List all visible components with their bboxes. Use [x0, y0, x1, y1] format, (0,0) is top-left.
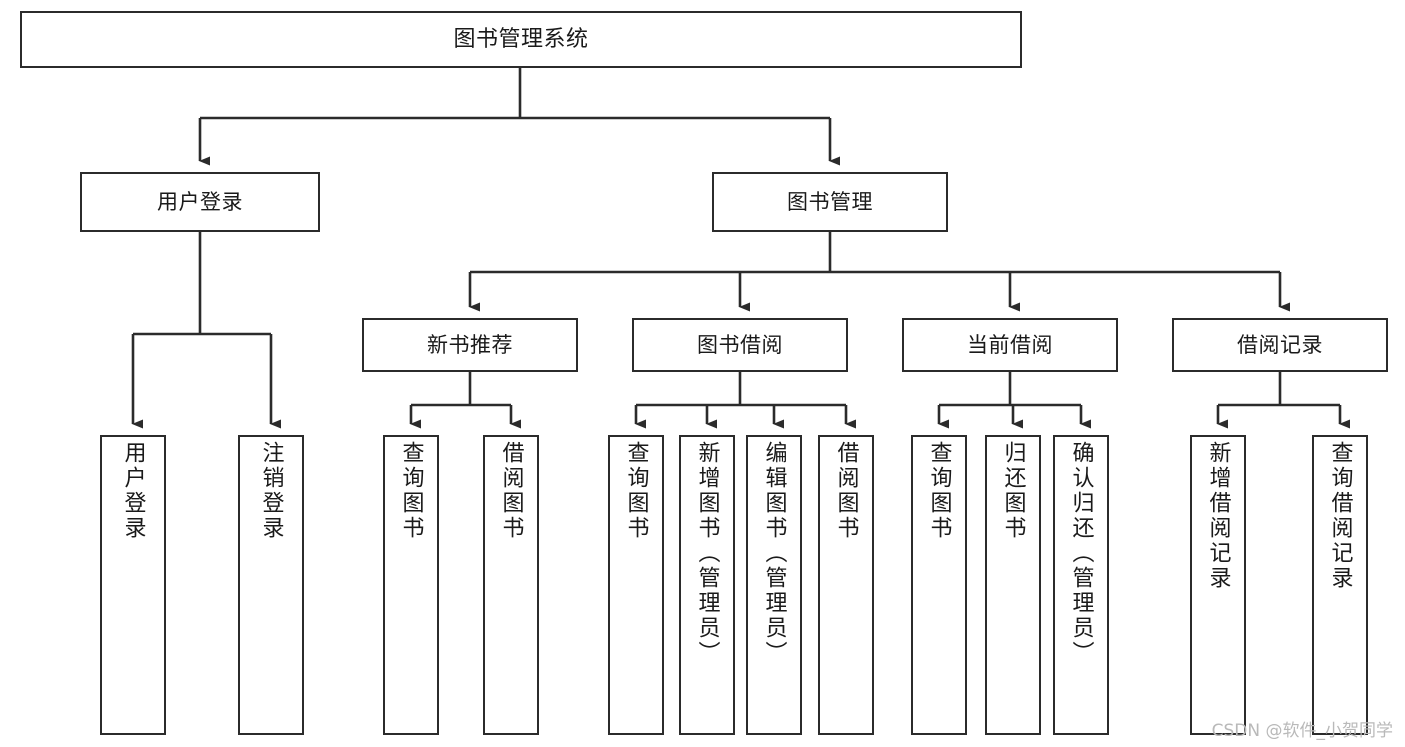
node-new-book-recommendation[interactable]: 新书推荐 [362, 318, 578, 372]
node-label: 用户登录 [120, 441, 146, 541]
leaf-return-book[interactable]: 归还图书 [985, 435, 1041, 735]
node-user-login[interactable]: 用户登录 [80, 172, 320, 232]
node-label: 新增图书（管理员） [694, 441, 720, 666]
leaf-add-book-admin[interactable]: 新增图书（管理员） [679, 435, 735, 735]
node-label: 确认归还（管理员） [1068, 441, 1094, 666]
node-label: 借阅图书 [498, 441, 524, 541]
node-current-borrowing[interactable]: 当前借阅 [902, 318, 1118, 372]
leaf-query-book-1[interactable]: 查询图书 [383, 435, 439, 735]
node-book-management[interactable]: 图书管理 [712, 172, 948, 232]
leaf-query-book-3[interactable]: 查询图书 [911, 435, 967, 735]
leaf-edit-book-admin[interactable]: 编辑图书（管理员） [746, 435, 802, 735]
node-label: 查询图书 [398, 441, 424, 541]
node-label: 图书管理 [787, 189, 873, 214]
node-label: 查询图书 [926, 441, 952, 541]
node-label: 编辑图书（管理员） [761, 441, 787, 666]
node-label: 借阅图书 [833, 441, 859, 541]
node-label: 图书管理系统 [453, 26, 589, 52]
leaf-borrow-book-1[interactable]: 借阅图书 [483, 435, 539, 735]
leaf-user-login[interactable]: 用户登录 [100, 435, 166, 735]
node-label: 用户登录 [157, 189, 243, 214]
node-label: 当前借阅 [967, 332, 1053, 357]
node-borrowing-records[interactable]: 借阅记录 [1172, 318, 1388, 372]
node-label: 新书推荐 [427, 332, 513, 357]
leaf-query-borrow-record[interactable]: 查询借阅记录 [1312, 435, 1368, 735]
leaf-query-book-2[interactable]: 查询图书 [608, 435, 664, 735]
node-book-borrowing[interactable]: 图书借阅 [632, 318, 848, 372]
leaf-add-borrow-record[interactable]: 新增借阅记录 [1190, 435, 1246, 735]
node-label: 新增借阅记录 [1205, 441, 1231, 591]
node-label: 归还图书 [1000, 441, 1026, 541]
node-label: 查询借阅记录 [1327, 441, 1353, 591]
node-label: 借阅记录 [1237, 332, 1323, 357]
leaf-logout[interactable]: 注销登录 [238, 435, 304, 735]
node-label: 查询图书 [623, 441, 649, 541]
leaf-borrow-book-2[interactable]: 借阅图书 [818, 435, 874, 735]
watermark-text: CSDN @软件_小贺同学 [1211, 721, 1393, 741]
leaf-confirm-return-admin[interactable]: 确认归还（管理员） [1053, 435, 1109, 735]
node-root-system[interactable]: 图书管理系统 [20, 11, 1022, 68]
node-label: 图书借阅 [697, 332, 783, 357]
node-label: 注销登录 [258, 441, 284, 541]
